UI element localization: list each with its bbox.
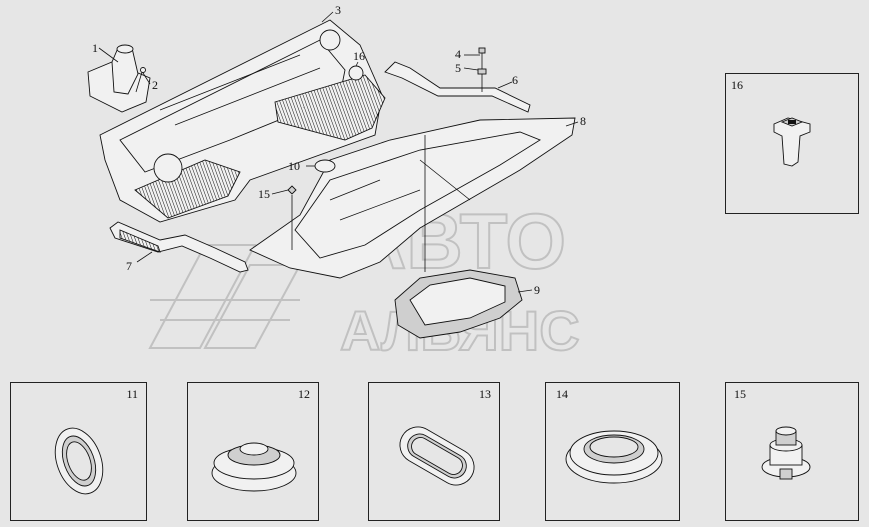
- callout-3: 3: [335, 3, 341, 17]
- callout-4: 4: [455, 47, 461, 61]
- callout-2: 2: [152, 78, 158, 92]
- callout-5: 5: [455, 61, 461, 75]
- detail-15-number: 15: [734, 387, 746, 401]
- callout-leaders: [98, 11, 579, 293]
- part-plug-10: [314, 159, 336, 173]
- detail-13-number: 13: [479, 387, 491, 401]
- part-plug-16: [348, 65, 364, 81]
- part-front-floor: [99, 19, 386, 223]
- inset-16: 16: [725, 73, 859, 214]
- part-shift-boot: [87, 44, 151, 113]
- detail-box-14: 14: [545, 382, 680, 521]
- detail-box-12: 12: [187, 382, 319, 521]
- callout-1: 1: [92, 41, 98, 55]
- callout-9: 9: [534, 283, 540, 297]
- oval-grommet-icon: [399, 426, 475, 486]
- part-sill-7: [109, 221, 249, 273]
- callout-8: 8: [580, 114, 586, 128]
- inset-16-number: 16: [731, 78, 743, 92]
- callout-10: 10: [288, 159, 300, 173]
- part-spare-well: [394, 269, 523, 339]
- detail-11-number: 11: [126, 387, 138, 401]
- callout-6: 6: [512, 73, 518, 87]
- part-rear-floor: [249, 117, 576, 279]
- callout-7: 7: [126, 259, 132, 273]
- push-clip-icon: [761, 426, 811, 480]
- plug-16-illustration: [773, 117, 811, 167]
- part-clip-15: [287, 185, 297, 195]
- detail-12-number: 12: [298, 387, 310, 401]
- detail-box-15: 15: [725, 382, 859, 521]
- part-bolt-2: [135, 67, 146, 93]
- stepped-plug-icon: [211, 442, 297, 492]
- grommet-ring-icon: [54, 427, 104, 495]
- large-ring-grommet-icon: [565, 430, 663, 484]
- part-bracket-6: [384, 61, 531, 113]
- callout-16: 16: [353, 49, 365, 63]
- detail-box-11: 11: [10, 382, 147, 521]
- callout-15: 15: [258, 187, 270, 201]
- detail-box-13: 13: [368, 382, 500, 521]
- detail-14-number: 14: [556, 387, 568, 401]
- part-bolt-4: [478, 47, 486, 70]
- part-nut-5: [477, 68, 487, 75]
